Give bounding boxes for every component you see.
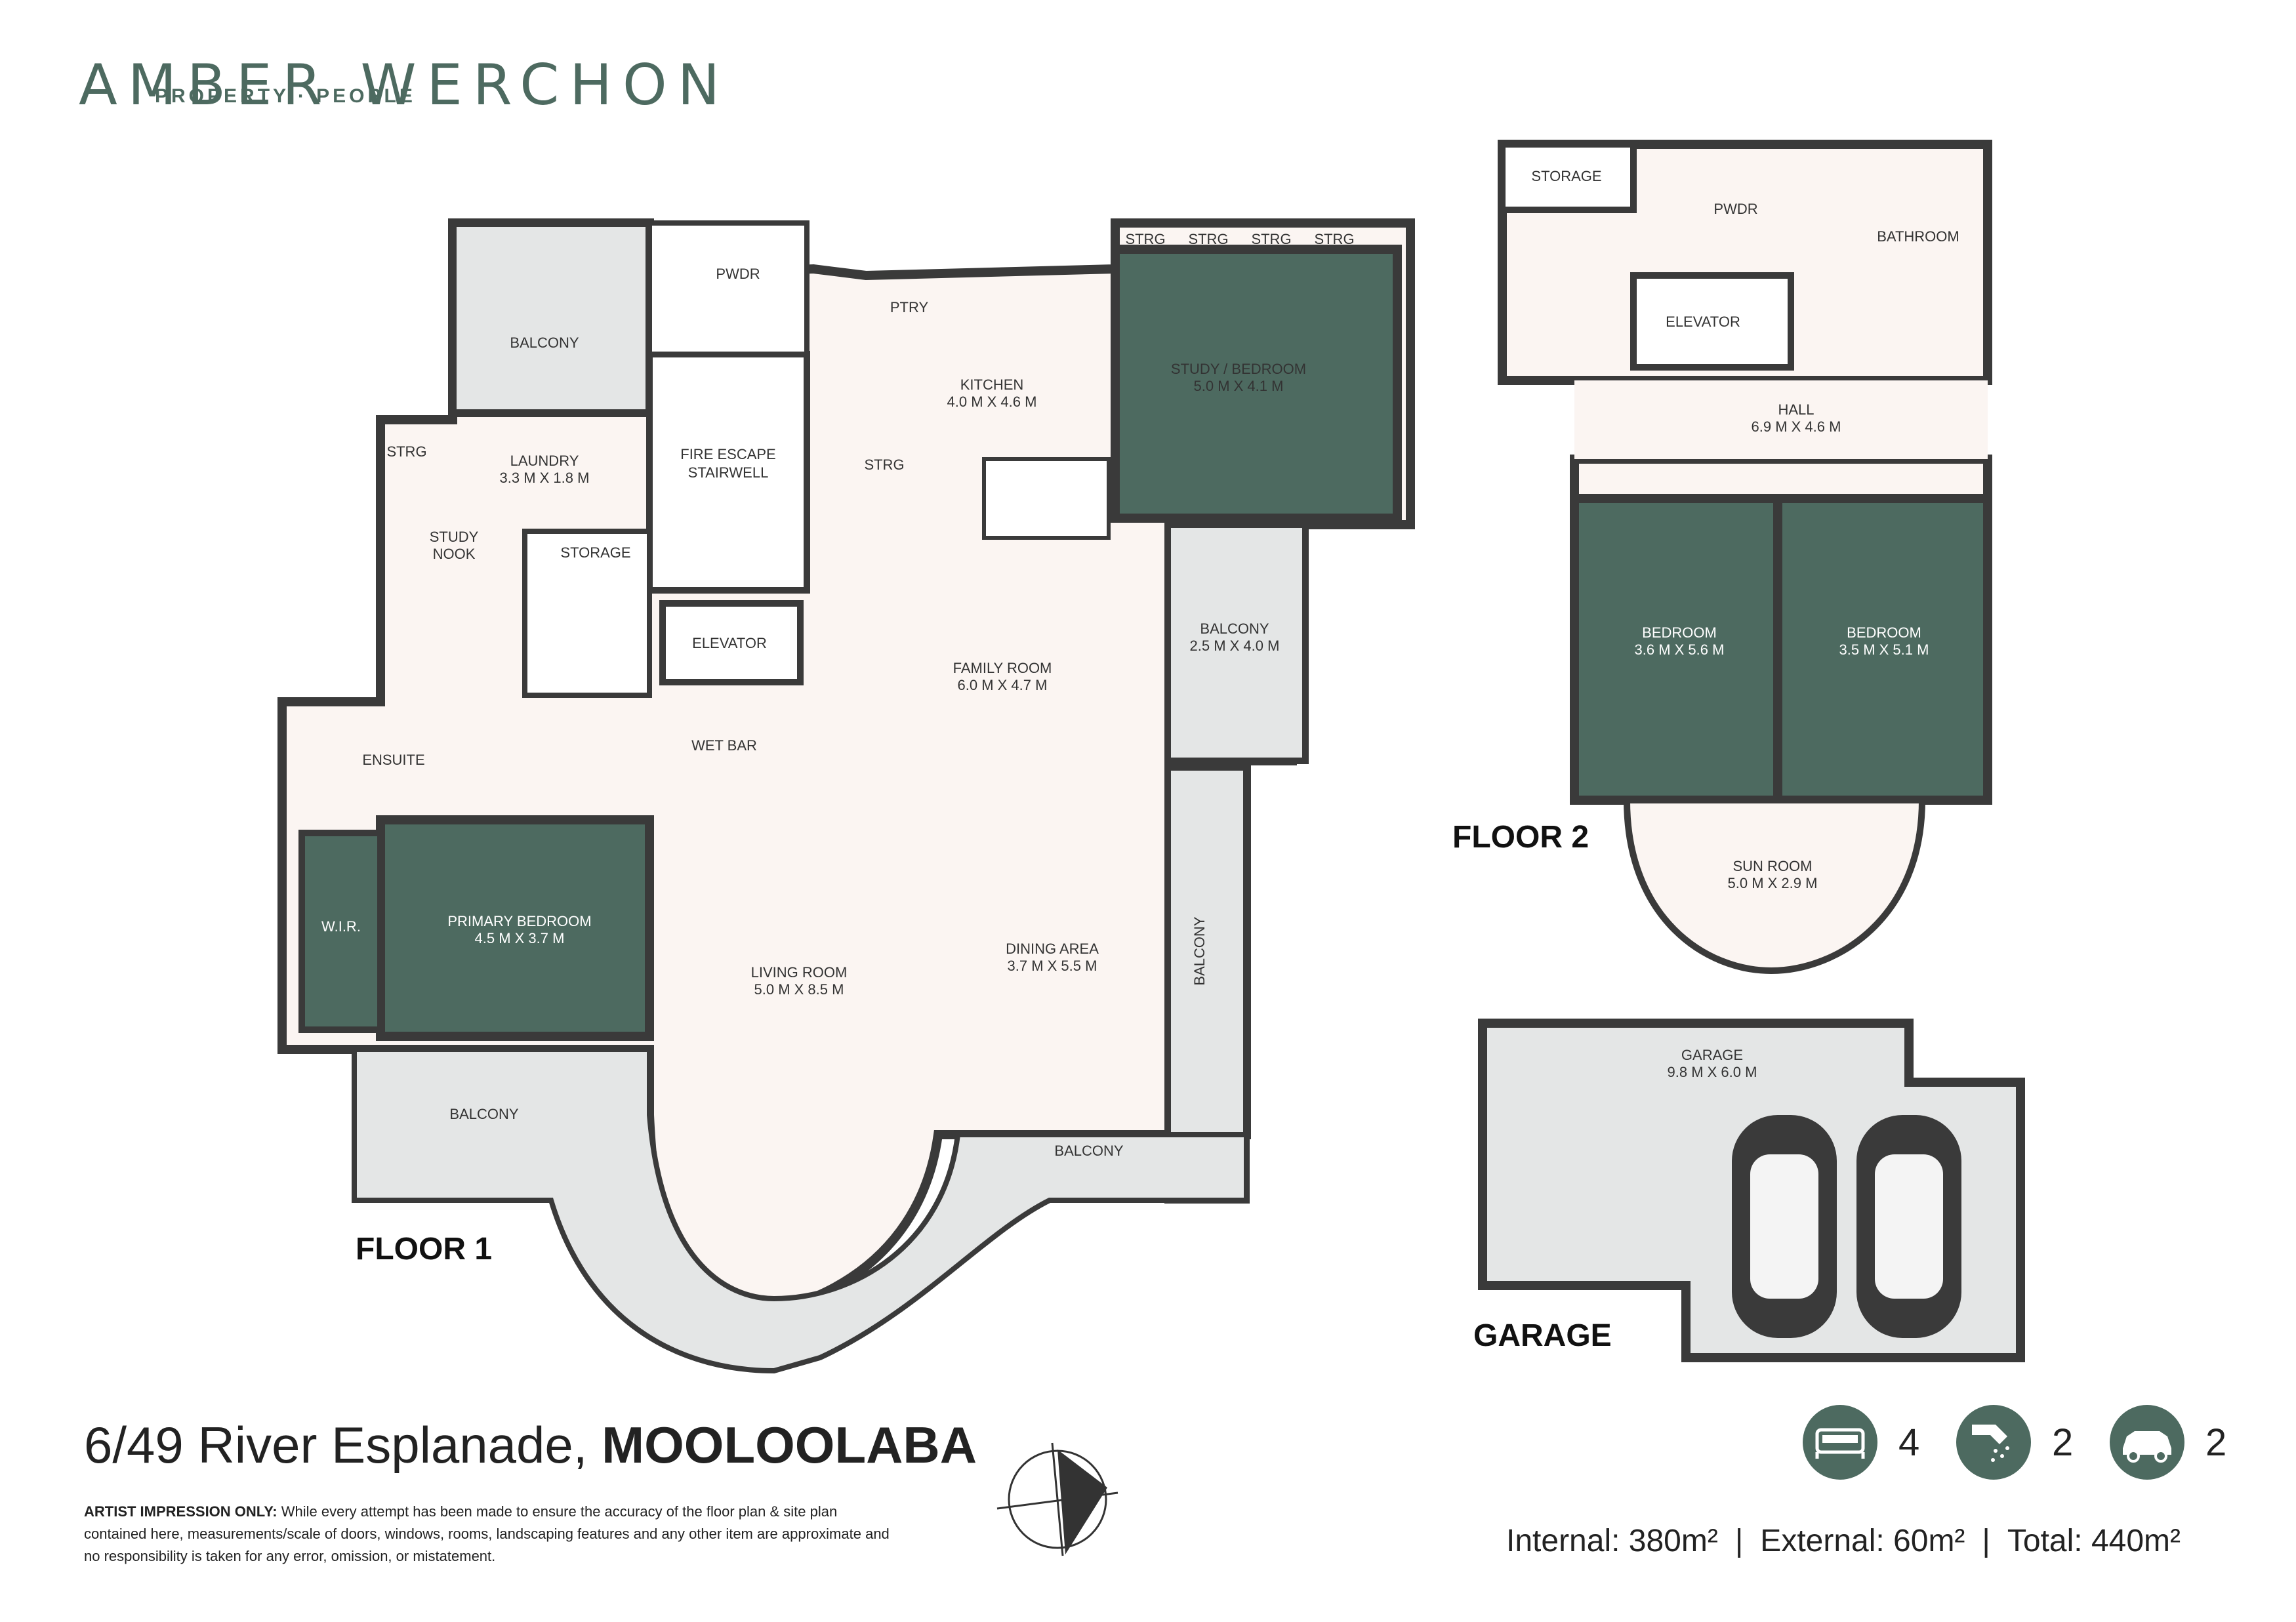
balcony-curve <box>352 1047 1249 1374</box>
room-study-nook: STUDY <box>430 529 479 545</box>
room-bedroom-right: BEDROOM <box>1847 624 1921 641</box>
car-icon-left <box>1732 1115 1837 1338</box>
area-summary: Internal: 380m² | External: 60m² | Total: 44… <box>1506 1523 2181 1559</box>
sun-room <box>1623 797 1926 975</box>
room-balcony-right: BALCONY <box>1200 620 1269 637</box>
room-bathroom: BATHROOM <box>1877 228 1959 245</box>
shower-icon <box>1956 1405 2031 1480</box>
room-balcony-bottom: BALCONY <box>1054 1143 1123 1159</box>
room-storage-f2: STORAGE <box>1531 168 1601 184</box>
room-ensuite: ENSUITE <box>362 752 424 768</box>
room-study-bedroom-size: 5.0 M X 4.1 M <box>1194 378 1284 394</box>
brand-header: AMBER WERCHON <box>79 52 730 118</box>
bedrooms-count: 4 <box>1898 1421 1920 1464</box>
disclaimer: ARTIST IMPRESSION ONLY: While every atte… <box>84 1501 897 1568</box>
wir-room <box>298 830 384 1033</box>
elevator-room-f2 <box>1630 272 1794 371</box>
elevator-room-f1 <box>659 600 804 685</box>
room-balcony-long: BALCONY <box>1191 916 1208 985</box>
room-family-room: FAMILY ROOM <box>953 660 1052 676</box>
room-kitchen: KITCHEN <box>960 376 1024 393</box>
room-balcony-right-size: 2.5 M X 4.0 M <box>1190 638 1280 654</box>
room-sun-room: SUN ROOM <box>1733 858 1813 874</box>
room-bedroom-right-size: 3.5 M X 5.1 M <box>1839 641 1929 658</box>
hall-band <box>1574 380 1988 459</box>
disclaimer-text: While every attempt has been made to ens… <box>84 1503 890 1564</box>
room-kitchen-size: 4.0 M X 4.6 M <box>947 394 1037 410</box>
storage-room-f1 <box>522 529 652 698</box>
disclaimer-lead: ARTIST IMPRESSION ONLY: <box>84 1503 277 1520</box>
balcony-right <box>1164 521 1309 764</box>
room-primary-bedroom: PRIMARY BEDROOM <box>447 913 591 929</box>
room-study-nook-2: NOOK <box>433 546 476 562</box>
pwdr-room-f1 <box>647 220 810 357</box>
room-dining-area: DINING AREA <box>1006 941 1099 957</box>
kitchen-island <box>982 457 1111 540</box>
property-address: 6/49 River Esplanade, MOOLOOLABA <box>84 1415 977 1475</box>
car-icon <box>2110 1405 2184 1480</box>
bed-icon <box>1803 1405 1877 1480</box>
floor-1-plan <box>277 218 1415 1374</box>
fire-stair-room <box>646 351 810 594</box>
area-internal: Internal: 380m² <box>1506 1524 1718 1558</box>
room-ptry: PTRY <box>890 299 929 315</box>
brand-name: AMBER WERCHON <box>79 52 731 118</box>
floor-2-plan <box>1498 140 1992 975</box>
bedroom-right-room <box>1773 494 1992 805</box>
room-strg-3: STRG <box>1251 231 1291 247</box>
room-pwdr-f2: PWDR <box>1713 201 1757 217</box>
study-bedroom-room <box>1111 245 1402 523</box>
storage-room-f2 <box>1499 141 1637 213</box>
carspaces-count: 2 <box>2205 1421 2227 1464</box>
room-wet-bar: WET BAR <box>691 737 757 754</box>
room-storage-f1: STORAGE <box>560 544 630 561</box>
room-strg-2: STRG <box>1188 231 1228 247</box>
room-sun-room-size: 5.0 M X 2.9 M <box>1728 875 1818 891</box>
room-family-room-size: 6.0 M X 4.7 M <box>958 677 1048 693</box>
room-living-room: LIVING ROOM <box>751 964 848 981</box>
address-suburb: MOOLOOLABA <box>602 1416 977 1474</box>
address-street: 6/49 River Esplanade, <box>84 1416 588 1474</box>
north-arrow-icon <box>996 1442 1118 1556</box>
floor-2-label: FLOOR 2 <box>1452 820 1589 855</box>
room-elevator-f2: ELEVATOR <box>1666 314 1740 330</box>
room-strg-4: STRG <box>1314 231 1354 247</box>
car-icon-right <box>1856 1115 1961 1338</box>
room-hall: HALL <box>1778 401 1814 418</box>
room-strg-kitchen: STRG <box>864 456 904 473</box>
room-pwdr-f1: PWDR <box>716 266 760 282</box>
bathrooms-count: 2 <box>2052 1421 2074 1464</box>
room-balcony-tl: BALCONY <box>510 335 579 351</box>
room-fire-escape-2: STAIRWELL <box>688 464 769 481</box>
floor-1-label: FLOOR 1 <box>356 1232 492 1267</box>
garage-label: GARAGE <box>1473 1318 1612 1353</box>
room-balcony-bl: BALCONY <box>449 1106 518 1122</box>
area-separator: | <box>1734 1524 1744 1558</box>
area-separator: | <box>1982 1524 1990 1558</box>
room-garage-size: 9.8 M X 6.0 M <box>1668 1064 1757 1080</box>
room-dining-area-size: 3.7 M X 5.5 M <box>1008 958 1097 974</box>
room-laundry-size: 3.3 M X 1.8 M <box>500 470 590 486</box>
room-primary-bedroom-size: 4.5 M X 3.7 M <box>475 930 565 946</box>
room-wir: W.I.R. <box>321 918 361 935</box>
room-bedroom-left: BEDROOM <box>1642 624 1717 641</box>
brand-tagline: PROPERTY · PEOPLE <box>155 85 416 107</box>
area-total: Total: 440m² <box>2007 1524 2181 1558</box>
room-laundry: LAUNDRY <box>510 453 579 469</box>
room-hall-size: 6.9 M X 4.6 M <box>1752 418 1841 435</box>
room-study-bedroom: STUDY / BEDROOM <box>1171 361 1306 377</box>
room-garage: GARAGE <box>1681 1047 1743 1063</box>
room-elevator-f1: ELEVATOR <box>692 635 767 651</box>
balcony-top-left <box>449 219 653 417</box>
room-strg-1: STRG <box>1125 231 1165 247</box>
room-bedroom-left-size: 3.6 M X 5.6 M <box>1635 641 1725 658</box>
room-strg-laundry: STRG <box>386 443 426 460</box>
room-living-room-size: 5.0 M X 8.5 M <box>754 981 844 998</box>
area-external: External: 60m² <box>1760 1524 1965 1558</box>
room-fire-escape: FIRE ESCAPE <box>680 446 775 462</box>
garage-plan <box>1478 1019 2025 1362</box>
